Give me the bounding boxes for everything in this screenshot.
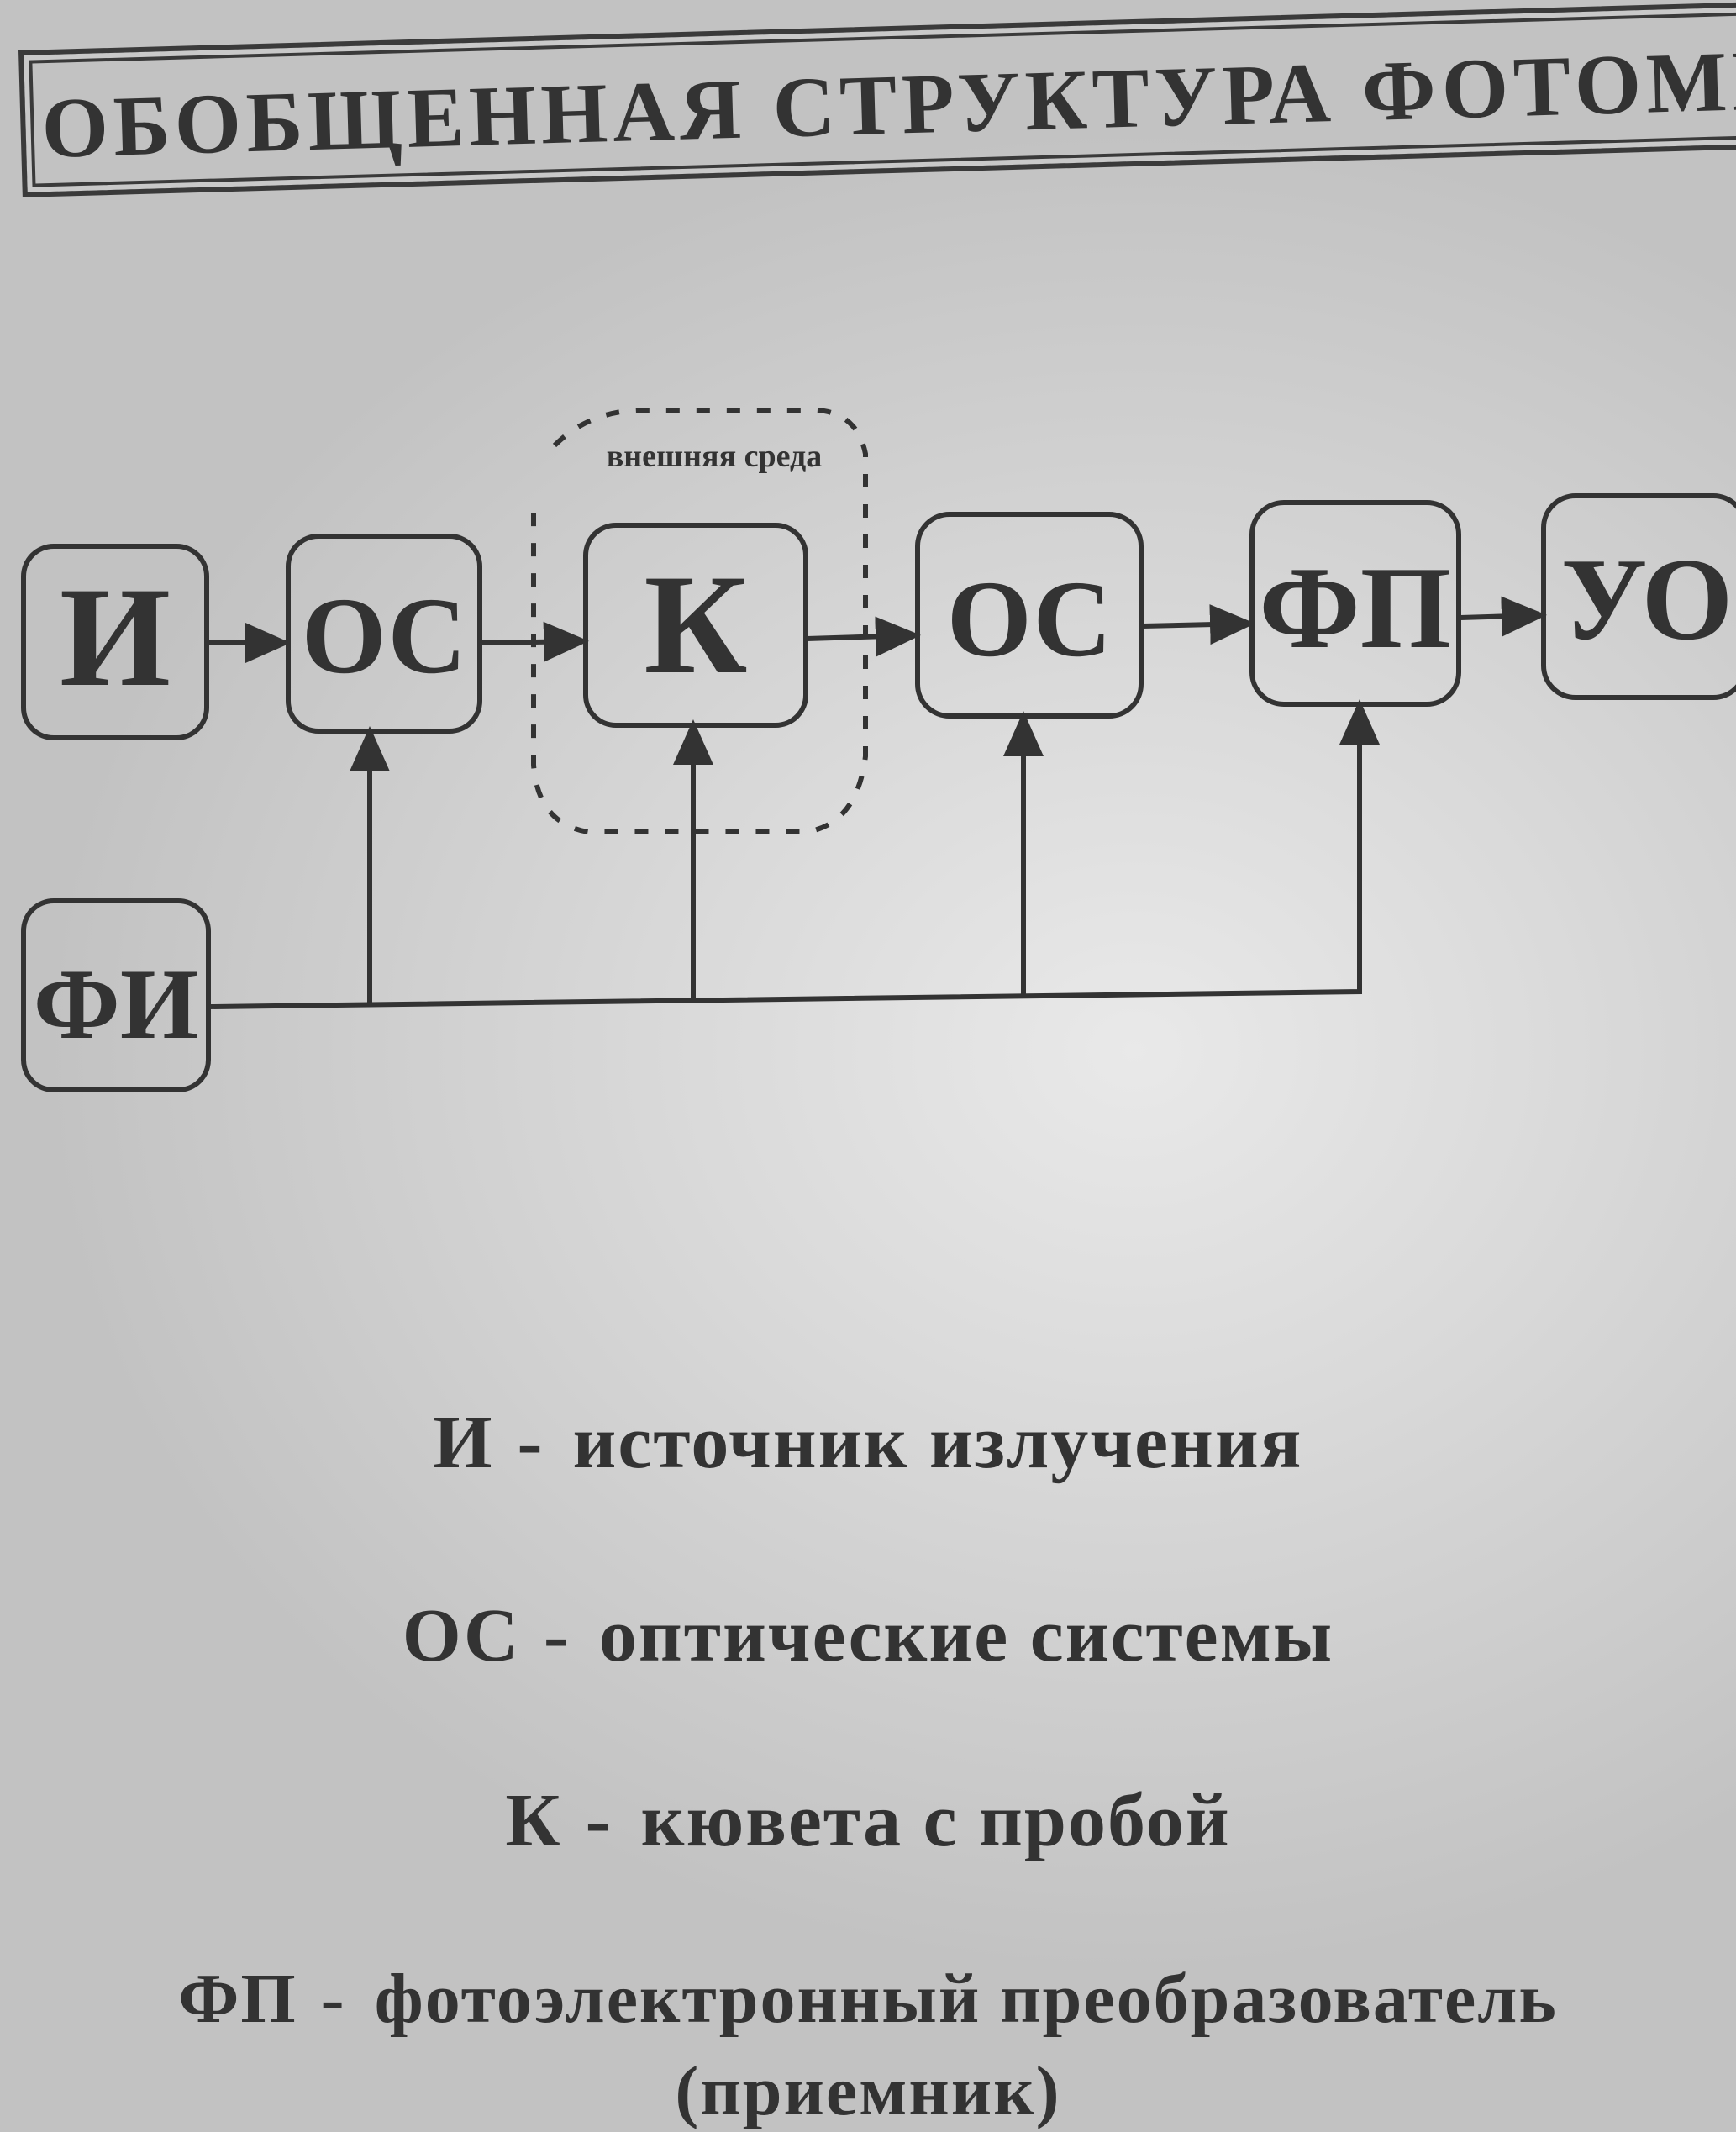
block-optics-out: ОС — [915, 512, 1144, 719]
block-photoconverter: ФП — [1249, 500, 1461, 707]
power-bus — [209, 699, 1380, 1009]
svg-text:ОС: ОС — [947, 559, 1113, 680]
block-cuvette: К — [583, 523, 808, 728]
legend-item: ОС-оптические системы — [402, 1594, 1334, 1677]
arrow-optics-to-cuvette — [481, 621, 589, 662]
svg-text:К: К — [644, 545, 747, 703]
svg-text:УО: УО — [1561, 534, 1733, 665]
legend-continuation: (приемник) — [675, 2052, 1061, 2130]
block-output: УО — [1541, 493, 1736, 700]
block-power: ФИ — [21, 898, 211, 1092]
environment-label: внешняя среда — [607, 439, 822, 474]
svg-text:И: И — [60, 558, 171, 716]
legend-item: ФП-фотоэлектронный преобразователь — [178, 1960, 1558, 2038]
photometer-block-diagram: внешняя среда И ОС К ОС ФП — [21, 408, 1736, 1092]
block-optics-in: ОС — [286, 534, 482, 734]
arrow-optics-to-converter — [1142, 604, 1255, 645]
environment-boundary — [531, 408, 868, 834]
block-source: И — [21, 544, 209, 740]
svg-text:ФИ: ФИ — [34, 948, 198, 1060]
legend-item: К-кювета с пробой — [505, 1779, 1231, 1862]
svg-text:ФП: ФП — [1259, 543, 1451, 673]
legend-item: И-источник излучения — [433, 1401, 1303, 1484]
arrow-cuvette-to-optics — [806, 616, 921, 657]
svg-text:ОС: ОС — [302, 576, 467, 697]
arrow-converter-to-output — [1460, 596, 1547, 637]
